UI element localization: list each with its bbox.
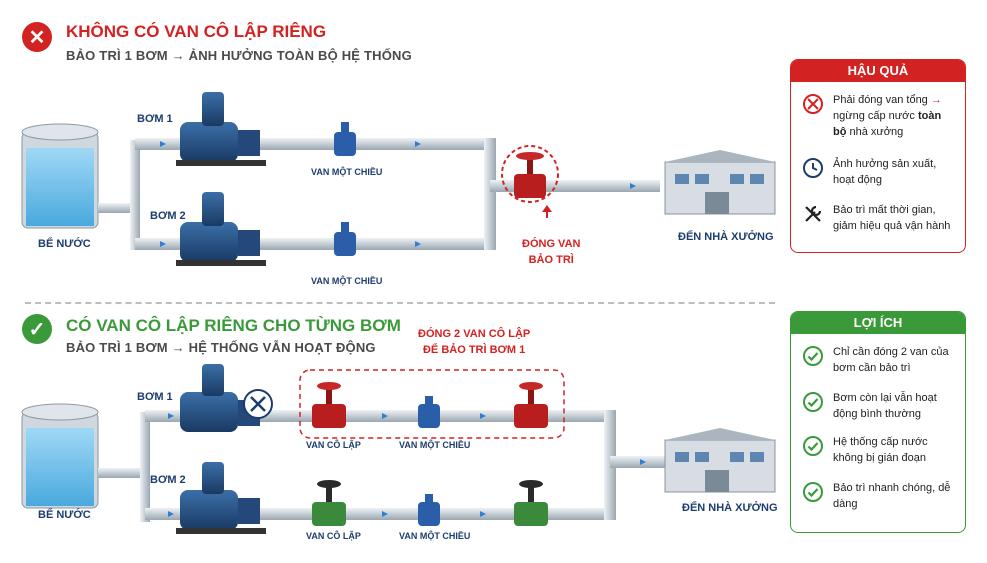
check-valve-2 [418,494,440,526]
bottom-diagram [21,364,776,534]
factory-building [664,428,776,493]
bottom-subtitle: BẢO TRÌ 1 BƠM → HỆ THỐNG VẪN HOẠT ĐỘNG [66,340,376,355]
pump-1 [176,92,266,166]
isolation-valve-green-1 [312,480,346,526]
isolation-callout: ĐÓNG 2 VAN CÔ LẬP ĐỂ BẢO TRÌ BƠM 1 [418,328,531,356]
consequence-item: Ảnh hưởng sản xuất, hoạt động [801,156,957,188]
pump-2 [176,462,266,534]
top-subtitle: BẢO TRÌ 1 BƠM → ẢNH HƯỞNG TOÀN BỘ HỆ THỐ… [66,48,412,63]
isolation-callout-box [299,369,565,439]
consequence-item: Bảo trì mất thời gian, giảm hiệu quả vận… [801,202,957,234]
isolation-valve-red-2 [514,382,548,428]
benefit-item: Hệ thống cấp nước không bị gián đoạn [801,434,957,466]
top-diagram [21,92,776,266]
water-tank [21,123,99,229]
ban-icon [803,94,823,114]
flow-arrows [150,141,636,247]
bottom-title: CÓ VAN CÔ LẬP RIÊNG CHO TỪNG BƠM [66,316,401,335]
bottom-factory-label: ĐẾN NHÀ XƯỞNG [682,502,778,514]
bottom-pump2-label: BƠM 2 [150,474,186,486]
top-check-valve-1-label: VAN MỘT CHIỀU [311,167,383,177]
factory-building [664,150,776,215]
clock-icon [803,158,823,178]
bottom-check-valve-1-label: VAN MỘT CHIỀU [399,440,471,450]
isolation-valve-green-2 [514,480,548,526]
bottom-pump1-label: BƠM 1 [137,391,173,403]
top-tank-label: BỂ NƯỚC [38,238,91,250]
top-title: KHÔNG CÓ VAN CÔ LẬP RIÊNG [66,22,327,41]
bottom-check-valve-2-label: VAN MỘT CHIỀU [399,531,471,541]
isolation-valve-red-1 [312,382,346,428]
check-circle-icon [803,346,823,366]
check-circle-icon [803,482,823,502]
bottom-iso-valve-2-label: VAN CÔ LẬP [306,531,361,541]
top-check-valve-2-label: VAN MỘT CHIỀU [311,276,383,286]
consequences-header: HẬU QUẢ [791,60,965,82]
check-circle-icon [803,436,823,456]
water-tank [21,403,99,509]
top-valve-callout: ĐÓNG VAN BẢO TRÌ [522,238,581,266]
tools-icon [805,205,822,222]
check-circle-icon [803,392,823,412]
consequence-item: Phải đóng van tổng → ngừng cấp nước toàn… [801,92,957,140]
top-factory-label: ĐẾN NHÀ XƯỞNG [678,231,774,243]
top-pump1-label: BƠM 1 [137,113,173,125]
main-valve-red [501,145,559,203]
check-valve-1 [334,122,356,156]
benefit-item: Chỉ cần đóng 2 van của bơm cần bảo trì [801,344,957,376]
section-divider [25,302,775,304]
benefit-item: Bảo trì nhanh chóng, dễ dàng [801,480,957,512]
check-valve-1 [418,396,440,428]
pump-1 [180,364,273,432]
error-badge-icon: ✕ [22,22,52,52]
benefit-item: Bơm còn lại vẫn hoạt động bình thường [801,390,957,422]
pump-2 [176,192,266,266]
check-valve-2 [334,222,356,256]
success-badge-icon: ✓ [22,314,52,344]
benefits-panel: LỢI ÍCH Chỉ cần đóng 2 van của bơm cần b… [790,311,966,533]
benefits-header: LỢI ÍCH [791,312,965,334]
top-pump2-label: BƠM 2 [150,210,186,222]
consequences-panel: HẬU QUẢ Phải đóng van tổng → ngừng cấp n… [790,59,966,253]
bottom-iso-valve-1-label: VAN CÔ LẬP [306,440,361,450]
bottom-tank-label: BỂ NƯỚC [38,509,91,521]
